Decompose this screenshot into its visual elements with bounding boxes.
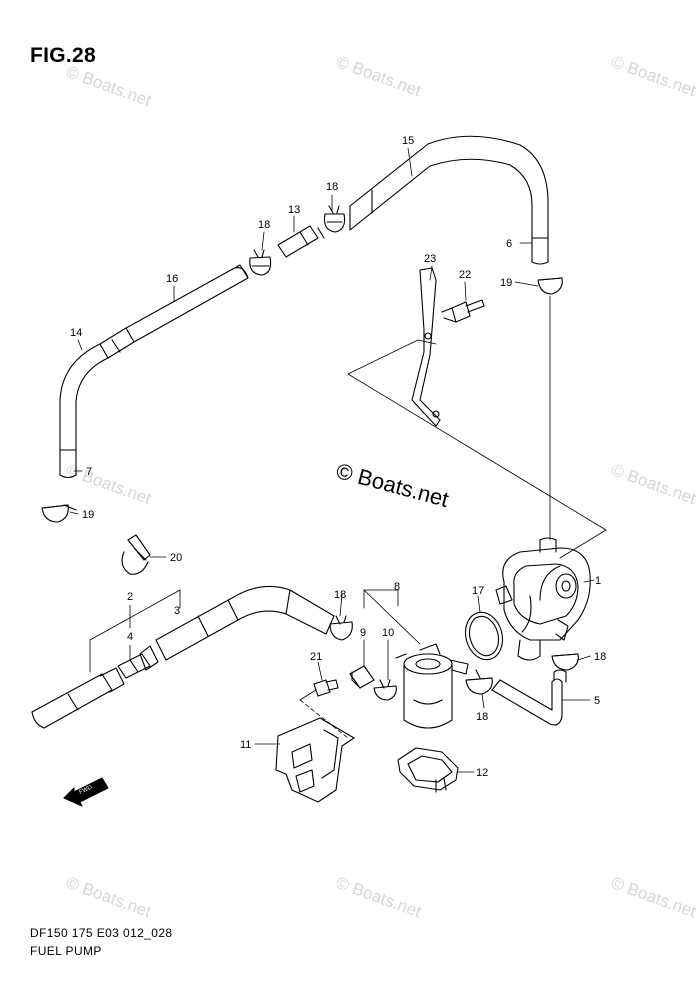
callout-20: 20 [170,552,182,564]
hose-3 [139,585,335,671]
hose-2 [31,667,125,729]
clamp-18-left-lower [329,615,353,641]
bolt-22 [441,299,485,323]
clamp-18-upper [323,205,346,233]
callout-9: 9 [360,627,366,639]
diagram-name: FUEL PUMP [30,944,102,958]
callout-19-right: 19 [500,277,512,289]
callout-brackets [89,589,421,681]
callout-leaders [69,147,595,773]
spacer-9 [349,665,375,689]
fwd-arrow-icon: FWD [63,777,109,807]
clip-20 [121,534,151,575]
diagram-code: DF150 175 E03 012_028 [30,926,173,940]
clamp-19-right [537,277,563,295]
hose-5 [491,669,567,726]
figure-title: FIG.28 [30,44,96,67]
callout-16: 16 [166,273,178,285]
callout-4: 4 [127,631,133,643]
clamp-10 [373,679,397,701]
fwd-label: FWD [78,785,94,796]
bolt-21 [313,679,339,697]
callout-6: 6 [506,238,512,250]
joint-13 [277,225,325,258]
clamp-12 [397,747,459,793]
callout-7: 7 [86,466,92,478]
callout-18-filter: 18 [476,711,488,723]
callout-15: 15 [402,135,414,147]
callout-13: 13 [288,204,300,216]
clamp-18-lower [465,669,493,695]
callout-numbers: 1 2 3 4 5 6 7 8 9 10 11 12 13 14 15 16 1… [70,135,606,779]
callout-23: 23 [424,253,436,265]
callout-21: 21 [310,651,322,663]
callout-19-left: 19 [82,509,94,521]
clamp-19-left [41,504,77,523]
callout-18-top: 18 [326,181,338,193]
bracket-23 [411,267,441,427]
leader-lines [347,295,607,559]
hose-15 [349,135,549,239]
callout-2: 2 [127,591,133,603]
clamp-18-mid [249,249,272,276]
callout-22: 22 [459,269,471,281]
callout-18-hose: 18 [334,589,346,601]
fuel-filter-8 [395,643,469,729]
callout-8: 8 [394,581,400,593]
hose-16 [99,264,249,359]
o-ring-17 [464,611,504,661]
fuel-pump-1 [495,537,591,661]
callout-5: 5 [594,695,600,707]
joint-4 [117,653,151,679]
callout-11: 11 [240,739,251,751]
hose-6-end [531,237,549,265]
callout-18-pump: 18 [594,651,606,663]
callout-18-mid: 18 [258,219,270,231]
callout-10: 10 [382,627,394,639]
callout-1: 1 [595,575,601,587]
clamp-18-right [551,653,579,671]
callout-14: 14 [70,327,82,339]
bracket-11 [275,689,355,803]
callout-17: 17 [472,585,484,597]
callout-3: 3 [174,605,180,617]
callout-12: 12 [476,767,488,779]
hose-14 [59,343,109,479]
